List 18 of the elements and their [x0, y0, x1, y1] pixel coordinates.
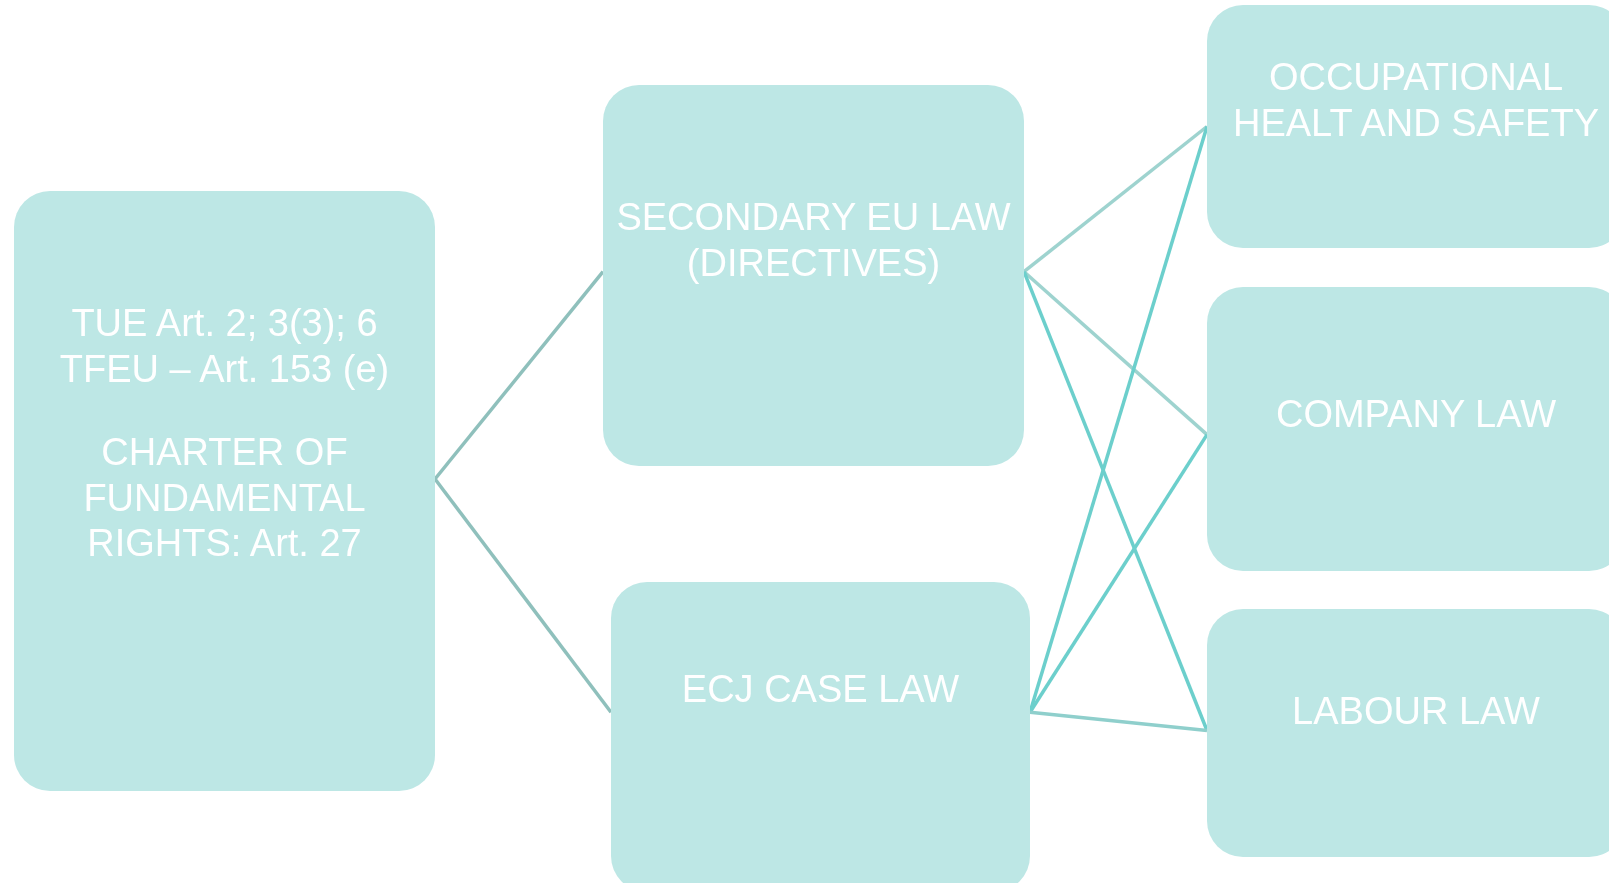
law-box [14, 191, 435, 791]
connector-line [1022, 271, 1209, 732]
box-text: CHARTER OF FUNDAMENTAL RIGHTS: Art. 27 [82, 430, 367, 567]
connector-line [1029, 710, 1208, 733]
law-box [611, 582, 1030, 883]
box-text: COMPANY LAW [1275, 392, 1557, 437]
box-text: OCCUPATIONAL HEALT AND SAFETY [1232, 55, 1600, 146]
box-text: LABOUR LAW [1292, 689, 1540, 734]
law-box [1207, 287, 1609, 571]
connector-line [1022, 125, 1209, 274]
connector-line [433, 477, 613, 714]
box-text: TUE Art. 2; 3(3); 6 TFEU – Art. 153 (e) [58, 301, 391, 392]
connector-line [433, 270, 605, 481]
law-box [1207, 5, 1609, 248]
box-text: ECJ CASE LAW [681, 667, 960, 712]
law-box [1207, 609, 1609, 857]
box-text: SECONDARY EU LAW (DIRECTIVES) [615, 195, 1012, 286]
law-box [603, 85, 1024, 466]
